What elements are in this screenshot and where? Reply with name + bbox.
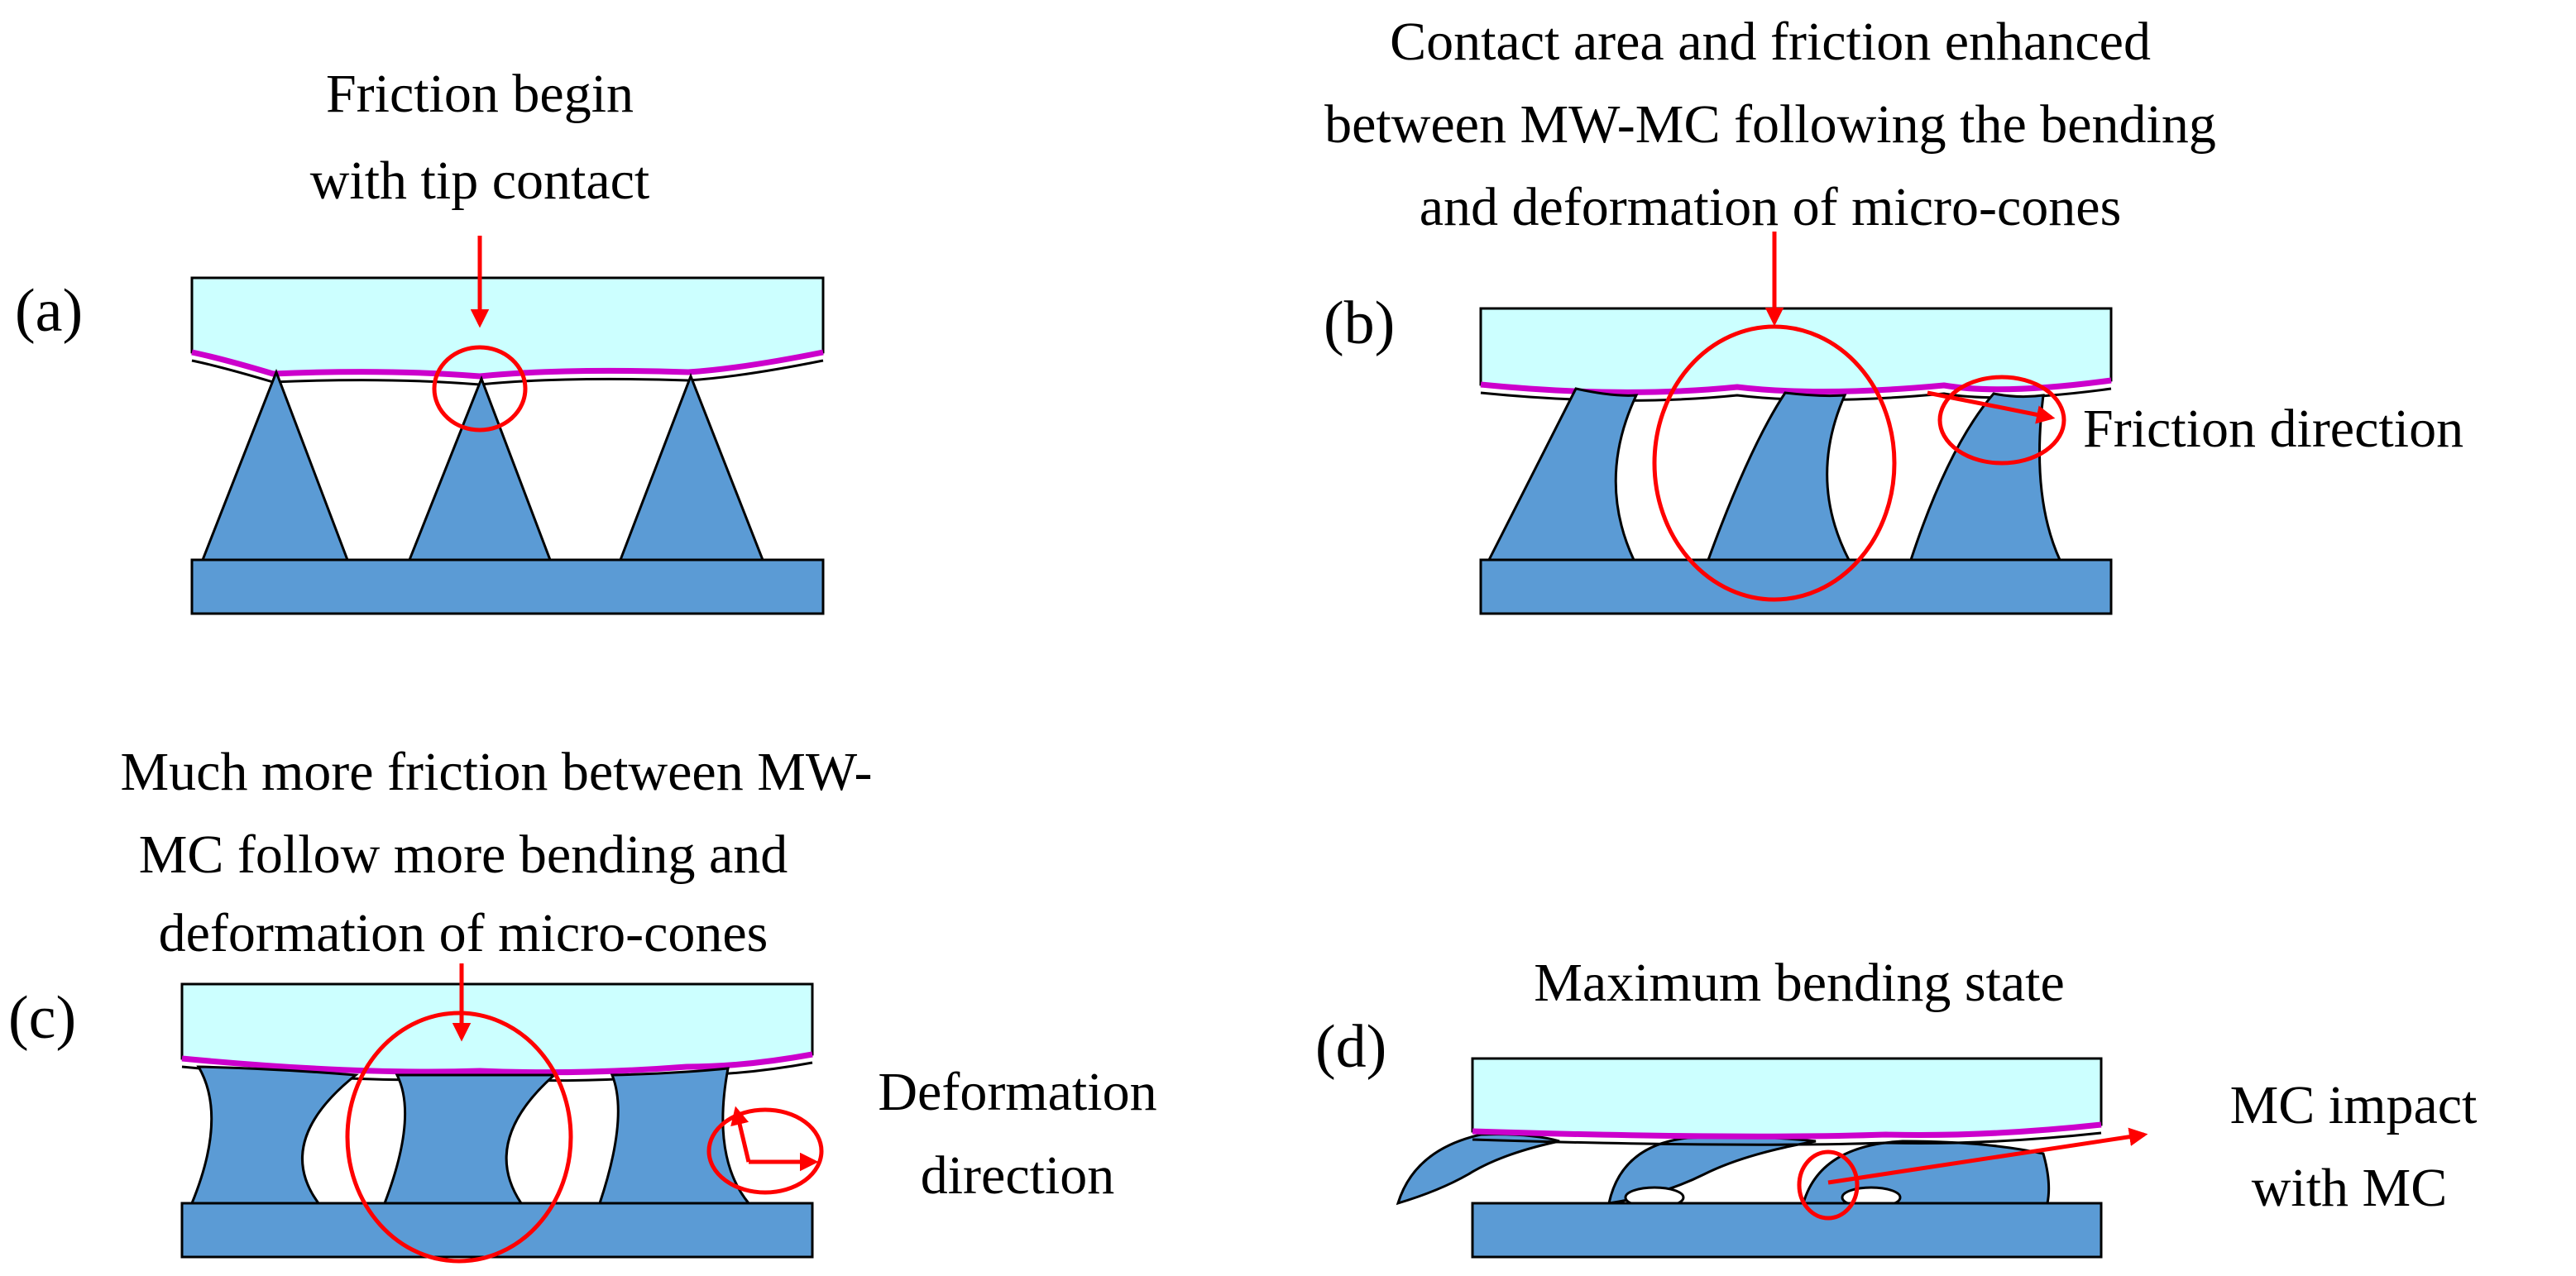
micro-cone — [1487, 387, 1639, 562]
micro-cone — [1396, 1133, 1560, 1206]
panel-c-deformation-direction-marker — [706, 1106, 824, 1195]
panel-c-deformation-label-line-2: direction — [921, 1145, 1115, 1206]
panel-c-caption-line-2: MC follow more bending and — [139, 824, 788, 885]
micro-cone — [189, 1065, 359, 1205]
micro-cone — [618, 372, 765, 562]
panel-c-micro-cones — [189, 1065, 752, 1205]
panel-a: (a) Friction begin with tip contact — [15, 64, 825, 615]
panel-b-caption-line-2: between MW-MC following the bending — [1324, 94, 2216, 155]
panel-d-caption: Maximum bending state — [1534, 953, 2065, 1013]
micro-cone — [597, 1067, 752, 1205]
panel-d-top-plate — [1471, 1057, 2103, 1146]
panel-c-caption-line-1: Much more friction between MW- — [120, 742, 872, 802]
panel-a-bottom-plate — [190, 558, 825, 615]
panel-a-label: (a) — [15, 277, 83, 345]
panel-a-top-plate — [190, 276, 825, 386]
panel-c-caption-line-3: deformation of micro-cones — [159, 903, 768, 963]
micro-cone — [1706, 391, 1851, 562]
panel-c-deformation-label-line-1: Deformation — [878, 1062, 1156, 1122]
panel-b: (b) Contact area and friction enhanced b… — [1324, 12, 2463, 615]
panel-b-label: (b) — [1324, 289, 1395, 357]
micro-cone — [1908, 392, 2062, 562]
panel-c-bottom-plate — [180, 1202, 814, 1259]
panel-d-bottom-plate — [1471, 1202, 2103, 1259]
micro-cone — [407, 375, 553, 562]
panel-b-friction-direction-label: Friction direction — [2083, 399, 2463, 459]
panel-d-impact-marker — [1797, 1127, 2148, 1221]
panel-c-label: (c) — [8, 984, 76, 1052]
micro-cone — [1802, 1140, 2051, 1205]
panel-c-top-plate — [180, 982, 814, 1082]
panel-d-label: (d) — [1315, 1013, 1386, 1081]
panel-b-micro-cones — [1487, 387, 2062, 562]
panel-b-contact-marker — [1652, 232, 1897, 602]
panel-a-caption-line-1: Friction begin — [326, 64, 634, 124]
panel-b-top-plate — [1479, 307, 2113, 402]
panel-b-bottom-plate — [1479, 558, 2113, 615]
panel-d-impact-label-line-1: MC impact — [2230, 1075, 2478, 1135]
panel-c: (c) Much more friction between MW- MC fo… — [8, 742, 1157, 1264]
panel-d-impact-label-line-2: with MC — [2252, 1158, 2448, 1218]
micro-cone — [200, 368, 350, 562]
panel-a-caption-line-2: with tip contact — [310, 151, 650, 211]
panel-b-caption-line-1: Contact area and friction enhanced — [1390, 12, 2151, 72]
panel-a-contact-marker — [432, 236, 528, 433]
panel-b-caption-line-3: and deformation of micro-cones — [1420, 177, 2122, 237]
panel-d: (d) Maximum bending state MC impact with… — [1315, 953, 2478, 1259]
panel-c-contact-marker — [345, 963, 573, 1264]
panel-b-friction-direction-marker — [1927, 375, 2066, 466]
micro-cone — [382, 1073, 558, 1205]
panel-a-micro-cones — [200, 368, 765, 562]
